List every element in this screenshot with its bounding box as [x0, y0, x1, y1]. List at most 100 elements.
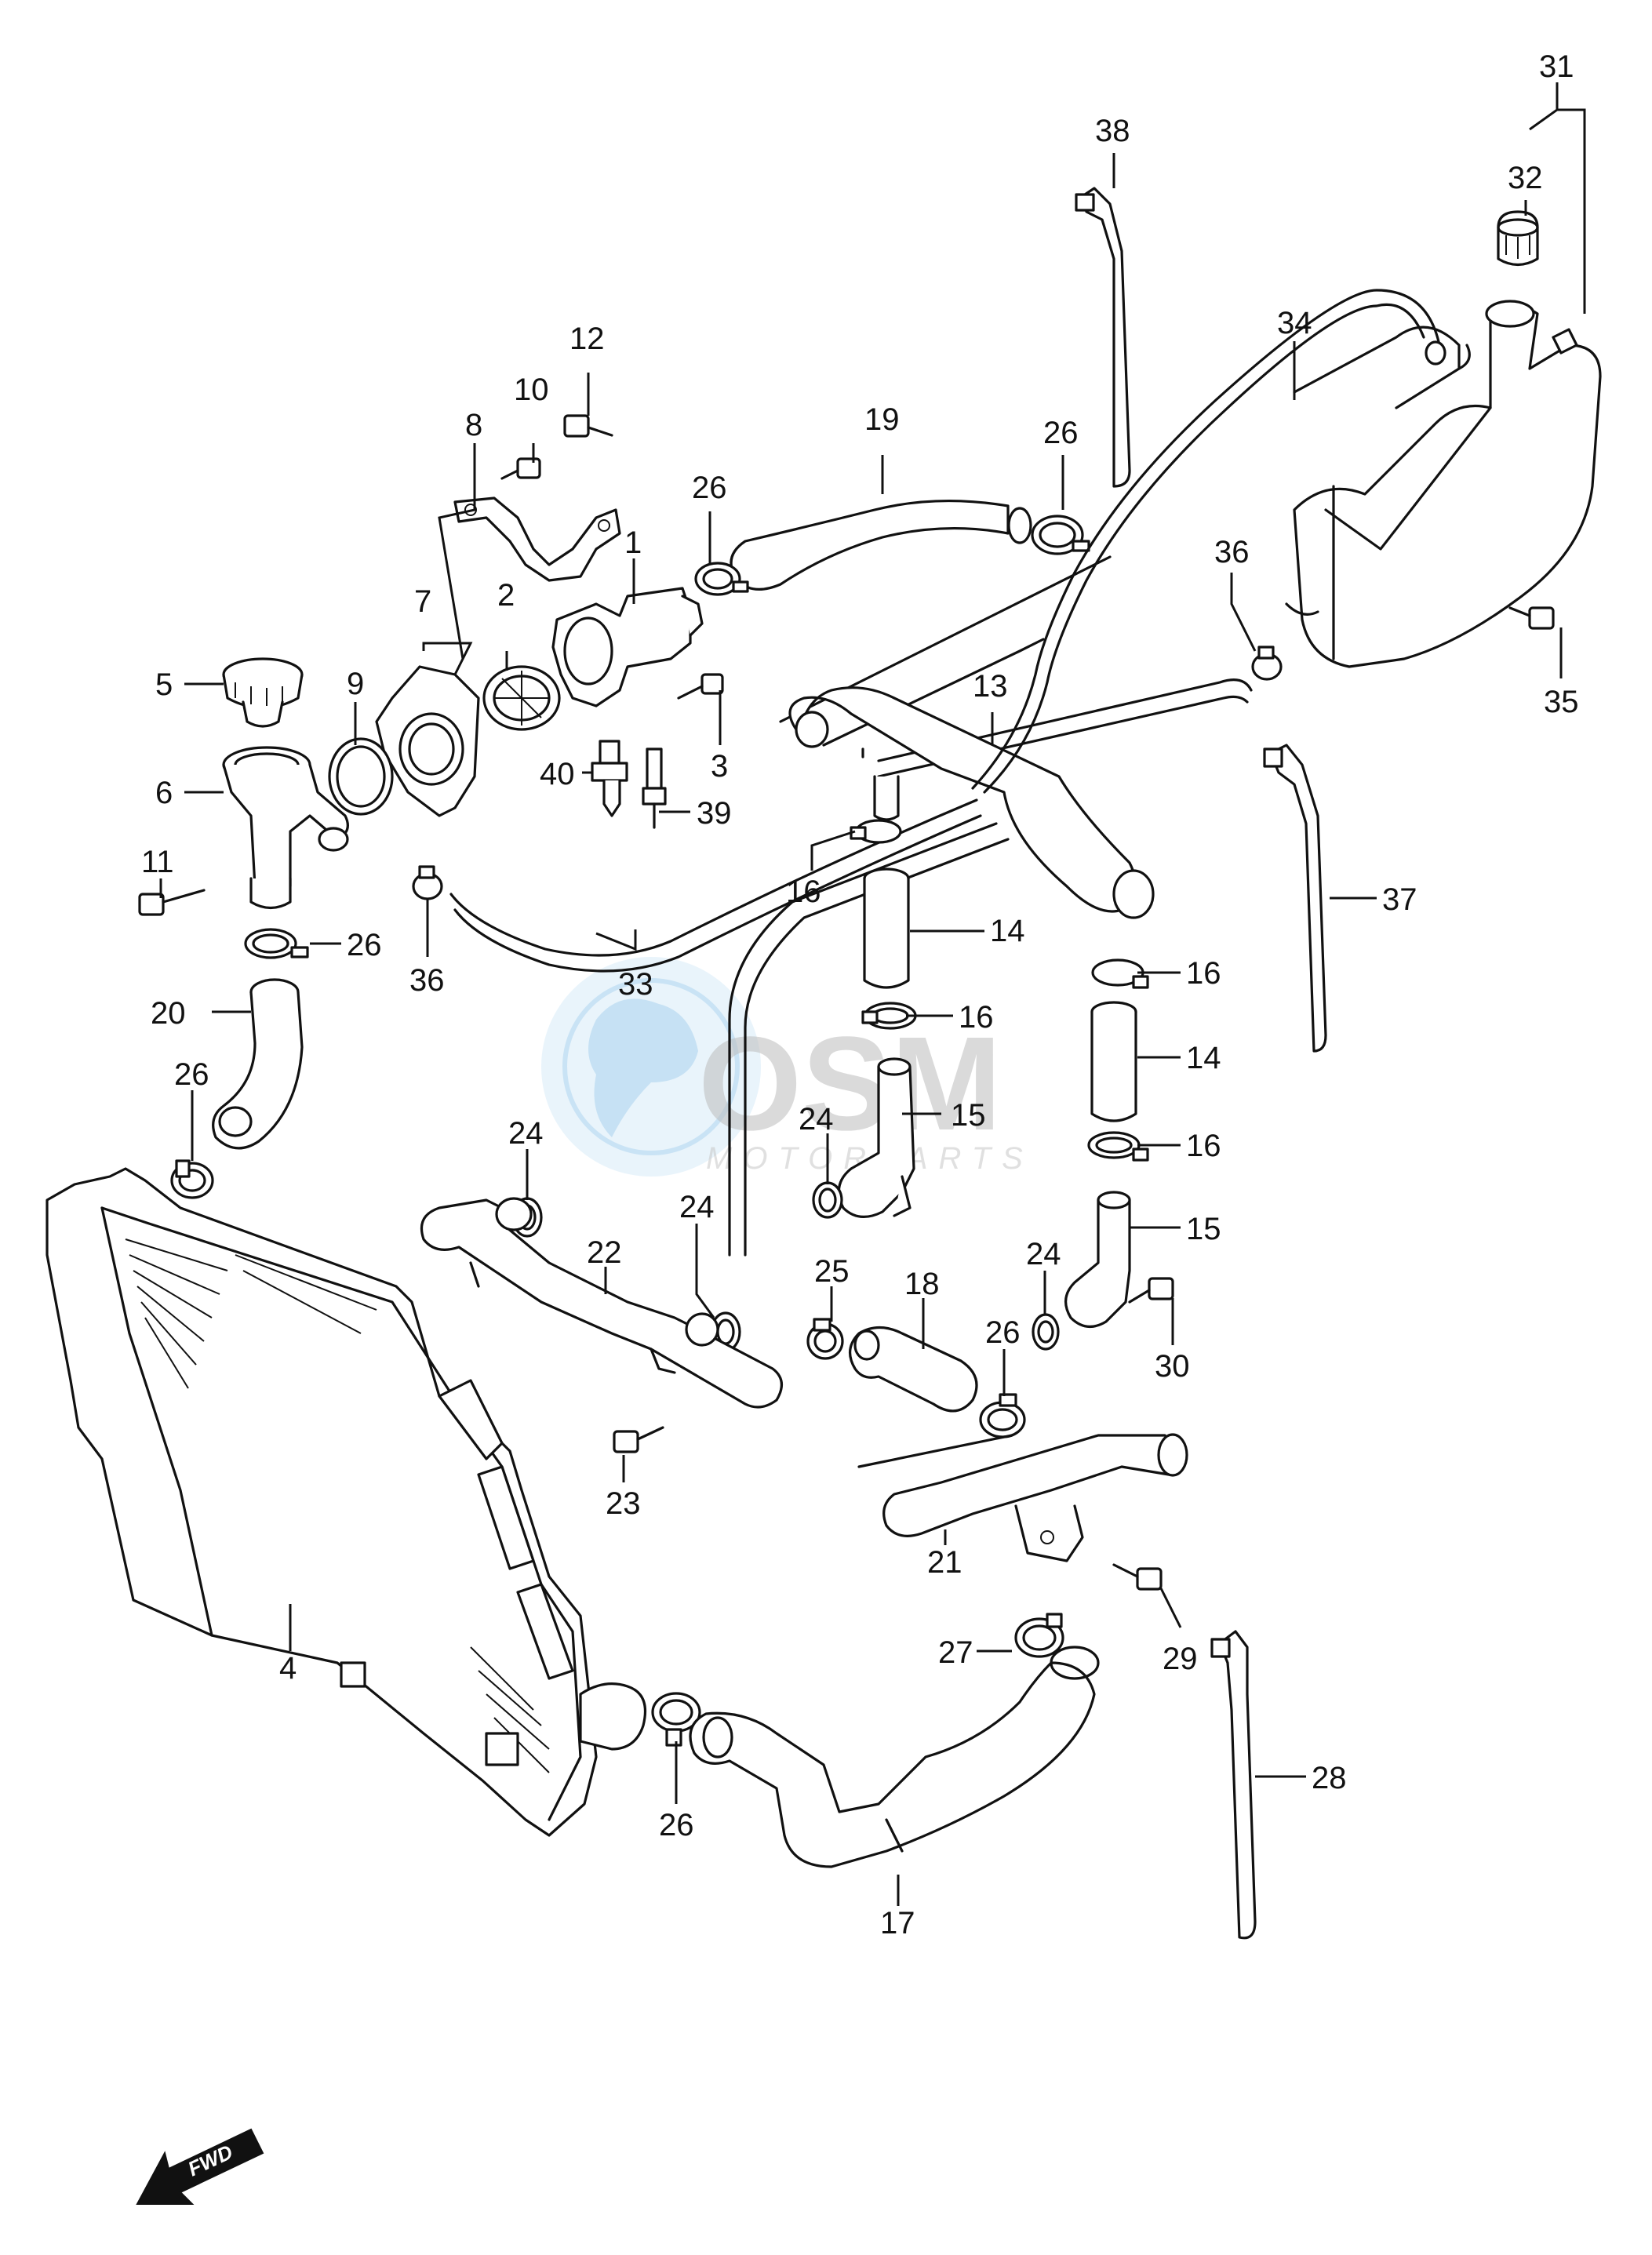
callout-6: 6: [155, 776, 173, 810]
callout-5: 5: [155, 667, 173, 702]
part-hose-14-a: [863, 867, 910, 989]
callout-1: 1: [624, 526, 642, 560]
part-radiator-cap: [222, 657, 304, 728]
part-clamp-26-e: [979, 1393, 1026, 1438]
part-bolt-23: [613, 1426, 664, 1453]
fwd-arrow-icon: [136, 2128, 264, 2205]
part-clamp-26-d: [170, 1159, 214, 1199]
callout-15a: 15: [951, 1098, 986, 1133]
callout-12: 12: [569, 322, 605, 356]
watermark: OSM MOTORPARTS: [541, 957, 1023, 1177]
callout-32: 32: [1508, 161, 1543, 195]
part-joint-15-a: [837, 1057, 915, 1218]
callout-9: 9: [347, 667, 364, 701]
part-bolt-3: [677, 673, 724, 700]
callout-2: 2: [497, 578, 515, 613]
callout-36b: 36: [1214, 535, 1250, 569]
callout-28: 28: [1312, 1761, 1347, 1795]
part-bracket-8: [453, 496, 621, 582]
part-hose-17: [689, 1646, 1100, 1868]
callout-27: 27: [938, 1635, 973, 1670]
callout-39: 39: [697, 796, 732, 831]
part-hose-19: [730, 499, 1032, 591]
callout-26b: 26: [1043, 416, 1079, 450]
part-clamp-26-f: [651, 1692, 701, 1747]
part-radiator: [45, 1167, 647, 1837]
part-bolt-29: [1112, 1563, 1163, 1591]
callout-17: 17: [880, 1906, 915, 1940]
part-filler-neck: [222, 746, 349, 910]
callout-13: 13: [973, 669, 1008, 704]
callout-29: 29: [1163, 1642, 1198, 1676]
part-clamp-16-a: [850, 819, 902, 844]
callout-3: 3: [711, 749, 728, 784]
callout-16c: 16: [1186, 956, 1221, 991]
part-bolt-30: [1128, 1277, 1174, 1304]
callout-16d: 16: [1186, 1129, 1221, 1163]
callout-21: 21: [927, 1545, 962, 1580]
callout-16b: 16: [959, 1000, 994, 1035]
leader-lines: [159, 82, 1586, 1906]
part-clamp-26-c: [244, 928, 309, 959]
callout-23: 23: [606, 1486, 641, 1521]
callout-7: 7: [414, 584, 431, 619]
callout-25: 25: [814, 1254, 850, 1289]
part-bolt-35: [1508, 606, 1555, 630]
part-hose-14-b: [1090, 1001, 1137, 1122]
part-pipe-21: [857, 1433, 1188, 1562]
part-bolt-12: [563, 414, 613, 438]
part-hose-33: [449, 798, 982, 973]
callout-22: 22: [587, 1235, 622, 1270]
callout-26f: 26: [659, 1808, 694, 1842]
callout-20: 20: [151, 996, 186, 1031]
part-thermostat-cover: [375, 665, 480, 817]
callout-8: 8: [465, 408, 482, 442]
part-clamp-27: [1014, 1613, 1064, 1658]
watermark-globe: [541, 957, 761, 1177]
part-cable-tie-37: [1263, 744, 1327, 1053]
part-sensor-40: [591, 740, 628, 817]
callout-24a: 24: [508, 1116, 544, 1151]
callout-14a: 14: [990, 914, 1025, 948]
part-o-ring-24-d: [1032, 1313, 1060, 1351]
callout-4: 4: [279, 1651, 297, 1686]
callout-11: 11: [141, 845, 174, 879]
callout-14b: 14: [1186, 1041, 1221, 1075]
part-bolt-10: [500, 457, 541, 480]
part-hose-20: [212, 978, 304, 1150]
callout-36a: 36: [409, 963, 445, 998]
callout-24d: 24: [1026, 1237, 1061, 1271]
callout-30: 30: [1155, 1349, 1190, 1384]
callout-26d: 26: [174, 1057, 209, 1092]
callouts: 1 2 3 4 5 6 7 8 9 10 11 12 13 14 14 15 1…: [141, 49, 1579, 1940]
part-o-ring-gasket-9: [328, 737, 394, 816]
part-thermostat: [482, 665, 561, 731]
callout-19: 19: [864, 402, 900, 437]
callout-10: 10: [514, 373, 549, 407]
watermark-brand: OSM: [698, 1009, 1002, 1158]
callout-15b: 15: [1186, 1212, 1221, 1246]
part-clamp-36-a: [412, 865, 443, 900]
callout-34: 34: [1277, 306, 1312, 340]
part-joint-15-b: [1064, 1191, 1131, 1328]
callout-35: 35: [1544, 685, 1579, 719]
part-hose-18: [849, 1326, 978, 1413]
callout-24b: 24: [679, 1190, 715, 1224]
callout-24c: 24: [799, 1102, 834, 1137]
callout-33: 33: [618, 967, 653, 1002]
part-o-ring-24-c: [812, 1181, 843, 1219]
callout-26a: 26: [692, 471, 727, 505]
part-pipe-13: [788, 686, 1155, 919]
part-bolt-11: [138, 889, 206, 916]
callout-40: 40: [540, 757, 575, 791]
part-cable-tie-28: [1210, 1630, 1257, 1940]
part-pipe-22: [420, 1197, 783, 1409]
fwd-arrow: FWD: [136, 2128, 264, 2205]
part-thermostat-housing: [551, 587, 704, 707]
callout-26c: 26: [347, 928, 382, 962]
callout-38: 38: [1095, 114, 1130, 148]
callout-26e: 26: [985, 1315, 1021, 1350]
part-clamp-36-b: [1251, 646, 1283, 681]
part-clamp-26-a: [694, 562, 749, 596]
